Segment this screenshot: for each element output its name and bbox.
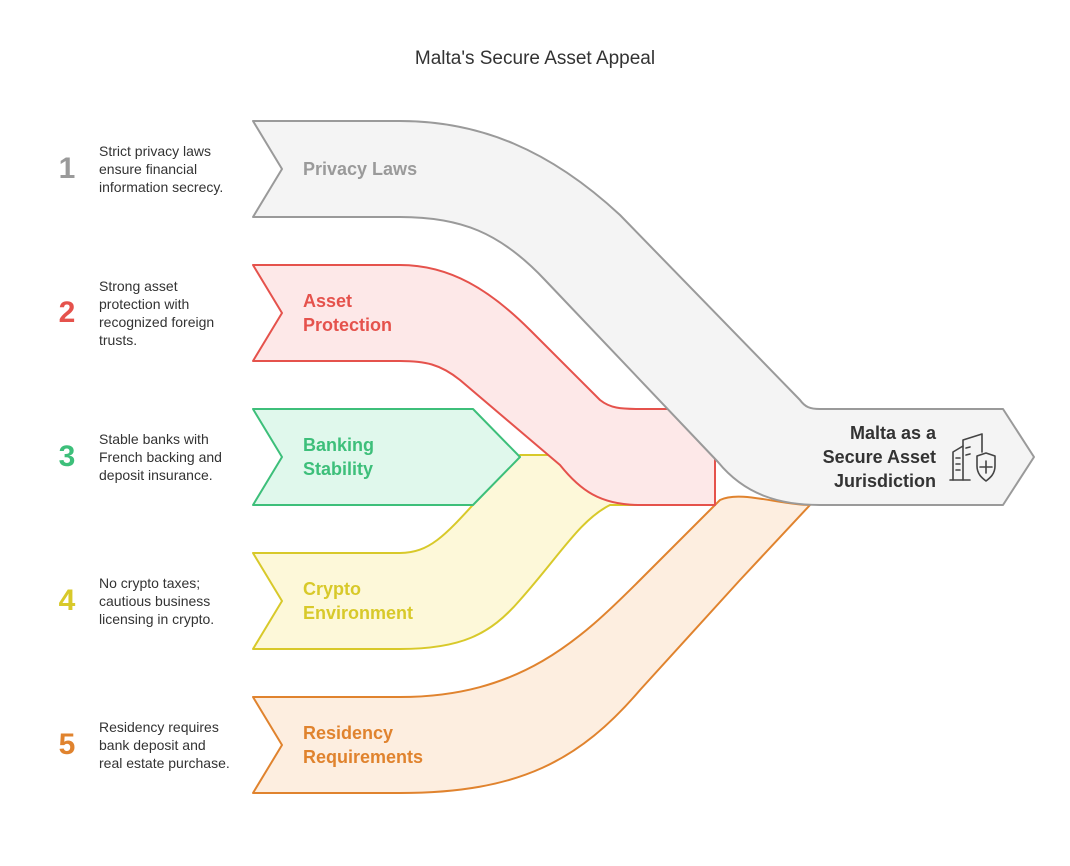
item-3-number: 3 [58,440,76,473]
item-1-number: 1 [58,152,76,185]
banking-stability-band [252,408,521,506]
target-label: Malta as a Secure Asset Jurisdiction [822,423,936,491]
item-2-number: 2 [58,296,76,329]
item-2-label: Asset Protection [303,291,393,335]
item-3-description: Stable banks with French backing and dep… [99,431,222,483]
item-4-label: Crypto Environment [303,579,414,623]
item-4-description: No crypto taxes; cautious business licen… [99,575,215,627]
item-4-number: 4 [58,584,76,617]
residency-requirements-band [252,495,811,794]
privacy-laws-band [252,120,1035,506]
item-5-description: Residency requires bank deposit and real… [99,719,230,771]
item-5-number: 5 [58,728,76,761]
item-2-description: Strong asset protection with recognized … [99,278,215,348]
diagram-title: Malta's Secure Asset Appeal [414,48,656,69]
building-shield-icon [949,433,996,482]
item-3-label: Banking Stability [303,435,375,479]
item-1-description: Strict privacy laws ensure financial inf… [99,143,224,195]
item-5-label: Residency Requirements [303,723,424,767]
item-1-label: Privacy Laws [303,159,418,179]
crypto-environment-band [252,454,641,650]
